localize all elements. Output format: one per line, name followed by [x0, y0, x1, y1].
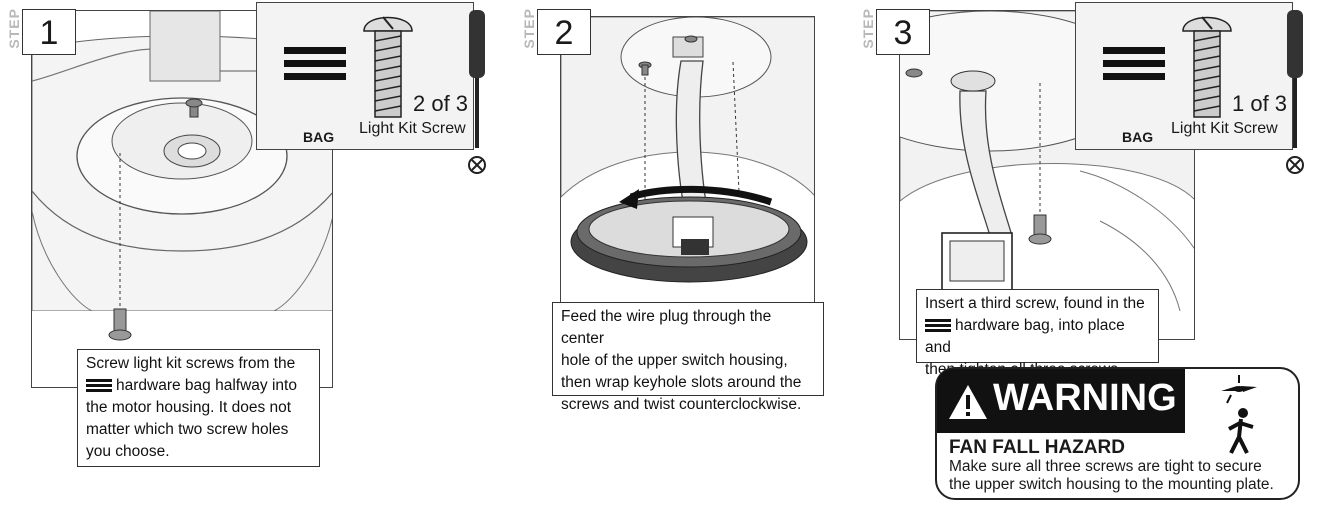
- step-3-tag: STEP: [860, 8, 876, 49]
- step-2-illustration: [560, 16, 815, 306]
- step-2-number: 2: [537, 9, 591, 55]
- loose-screw: [108, 308, 132, 341]
- warning-heading: WARNING: [993, 377, 1177, 419]
- bag-label: BAG: [303, 129, 335, 145]
- falling-fan-person-icon: [1221, 375, 1257, 454]
- step-1-hardware-bag: BAG 2 of 3 Light Kit Screw: [256, 2, 474, 150]
- step-2-tag: STEP: [521, 8, 537, 49]
- warning-header: WARNING: [937, 369, 1185, 433]
- bag-bars-icon: [925, 317, 951, 334]
- warning-title: FAN FALL HAZARD: [949, 437, 1125, 458]
- warning-triangle-icon: [949, 385, 987, 419]
- step-1-number: 1: [22, 9, 76, 55]
- screw-icon: [363, 16, 413, 118]
- step-1-caption: Screw light kit screws from the hardware…: [77, 349, 320, 467]
- step-3-illustration: [899, 10, 1195, 340]
- screw-in-housing: [185, 98, 203, 118]
- screw-icon: [1182, 16, 1232, 118]
- warning-text: Make sure all three screws are tight to …: [949, 458, 1274, 493]
- step-2-switch-housing-drawing: [561, 17, 814, 283]
- bag-count: 1 of 3: [1232, 91, 1288, 116]
- screwdriver-icon: [1286, 10, 1304, 174]
- bag-bars-icon: [284, 47, 346, 86]
- bag-label: BAG: [1122, 129, 1154, 145]
- step-3-number: 3: [876, 9, 930, 55]
- bag-count: 2 of 3: [413, 91, 469, 116]
- step-3-caption: Insert a third screw, found in the hardw…: [916, 289, 1159, 378]
- screwdriver-icon: [468, 10, 486, 174]
- step-1-tag: STEP: [6, 8, 22, 49]
- bag-bars-icon: [1103, 47, 1165, 86]
- step-2-caption: Feed the wire plug through the center ho…: [552, 302, 824, 413]
- bag-item-name: Light Kit Screw: [359, 120, 466, 137]
- bag-item-name: Light Kit Screw: [1171, 120, 1278, 137]
- warning-box: WARNING FAN FALL HAZARD Make sure all th…: [935, 367, 1300, 500]
- step-3-hardware-bag: BAG 1 of 3 Light Kit Screw: [1075, 2, 1293, 150]
- bag-bars-icon: [86, 377, 112, 394]
